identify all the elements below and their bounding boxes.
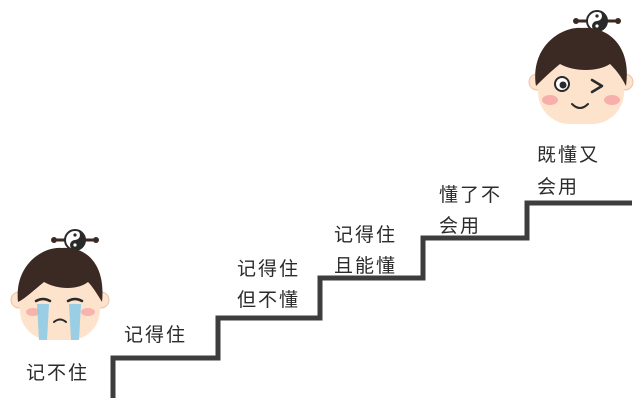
- step-4-label-line-2: 且能懂: [334, 253, 397, 279]
- step-4-label-line-1: 记得住: [334, 222, 397, 248]
- step-2-label: 记得住: [124, 322, 187, 348]
- step-1-label: 记不住: [26, 360, 89, 386]
- step-5-label-line-1: 懂了不: [439, 182, 502, 208]
- yin-yang-icon: [51, 230, 99, 250]
- step-5-label-line-2: 会用: [439, 213, 481, 239]
- step-3-label-line-1: 记得住: [237, 256, 300, 282]
- step-6-label-line-1: 既懂又: [537, 142, 600, 168]
- crying-character-icon: [11, 230, 109, 340]
- winking-character-icon: [529, 11, 633, 124]
- step-3-label-line-2: 但不懂: [237, 287, 300, 313]
- step-6-label-line-2: 会用: [537, 174, 579, 200]
